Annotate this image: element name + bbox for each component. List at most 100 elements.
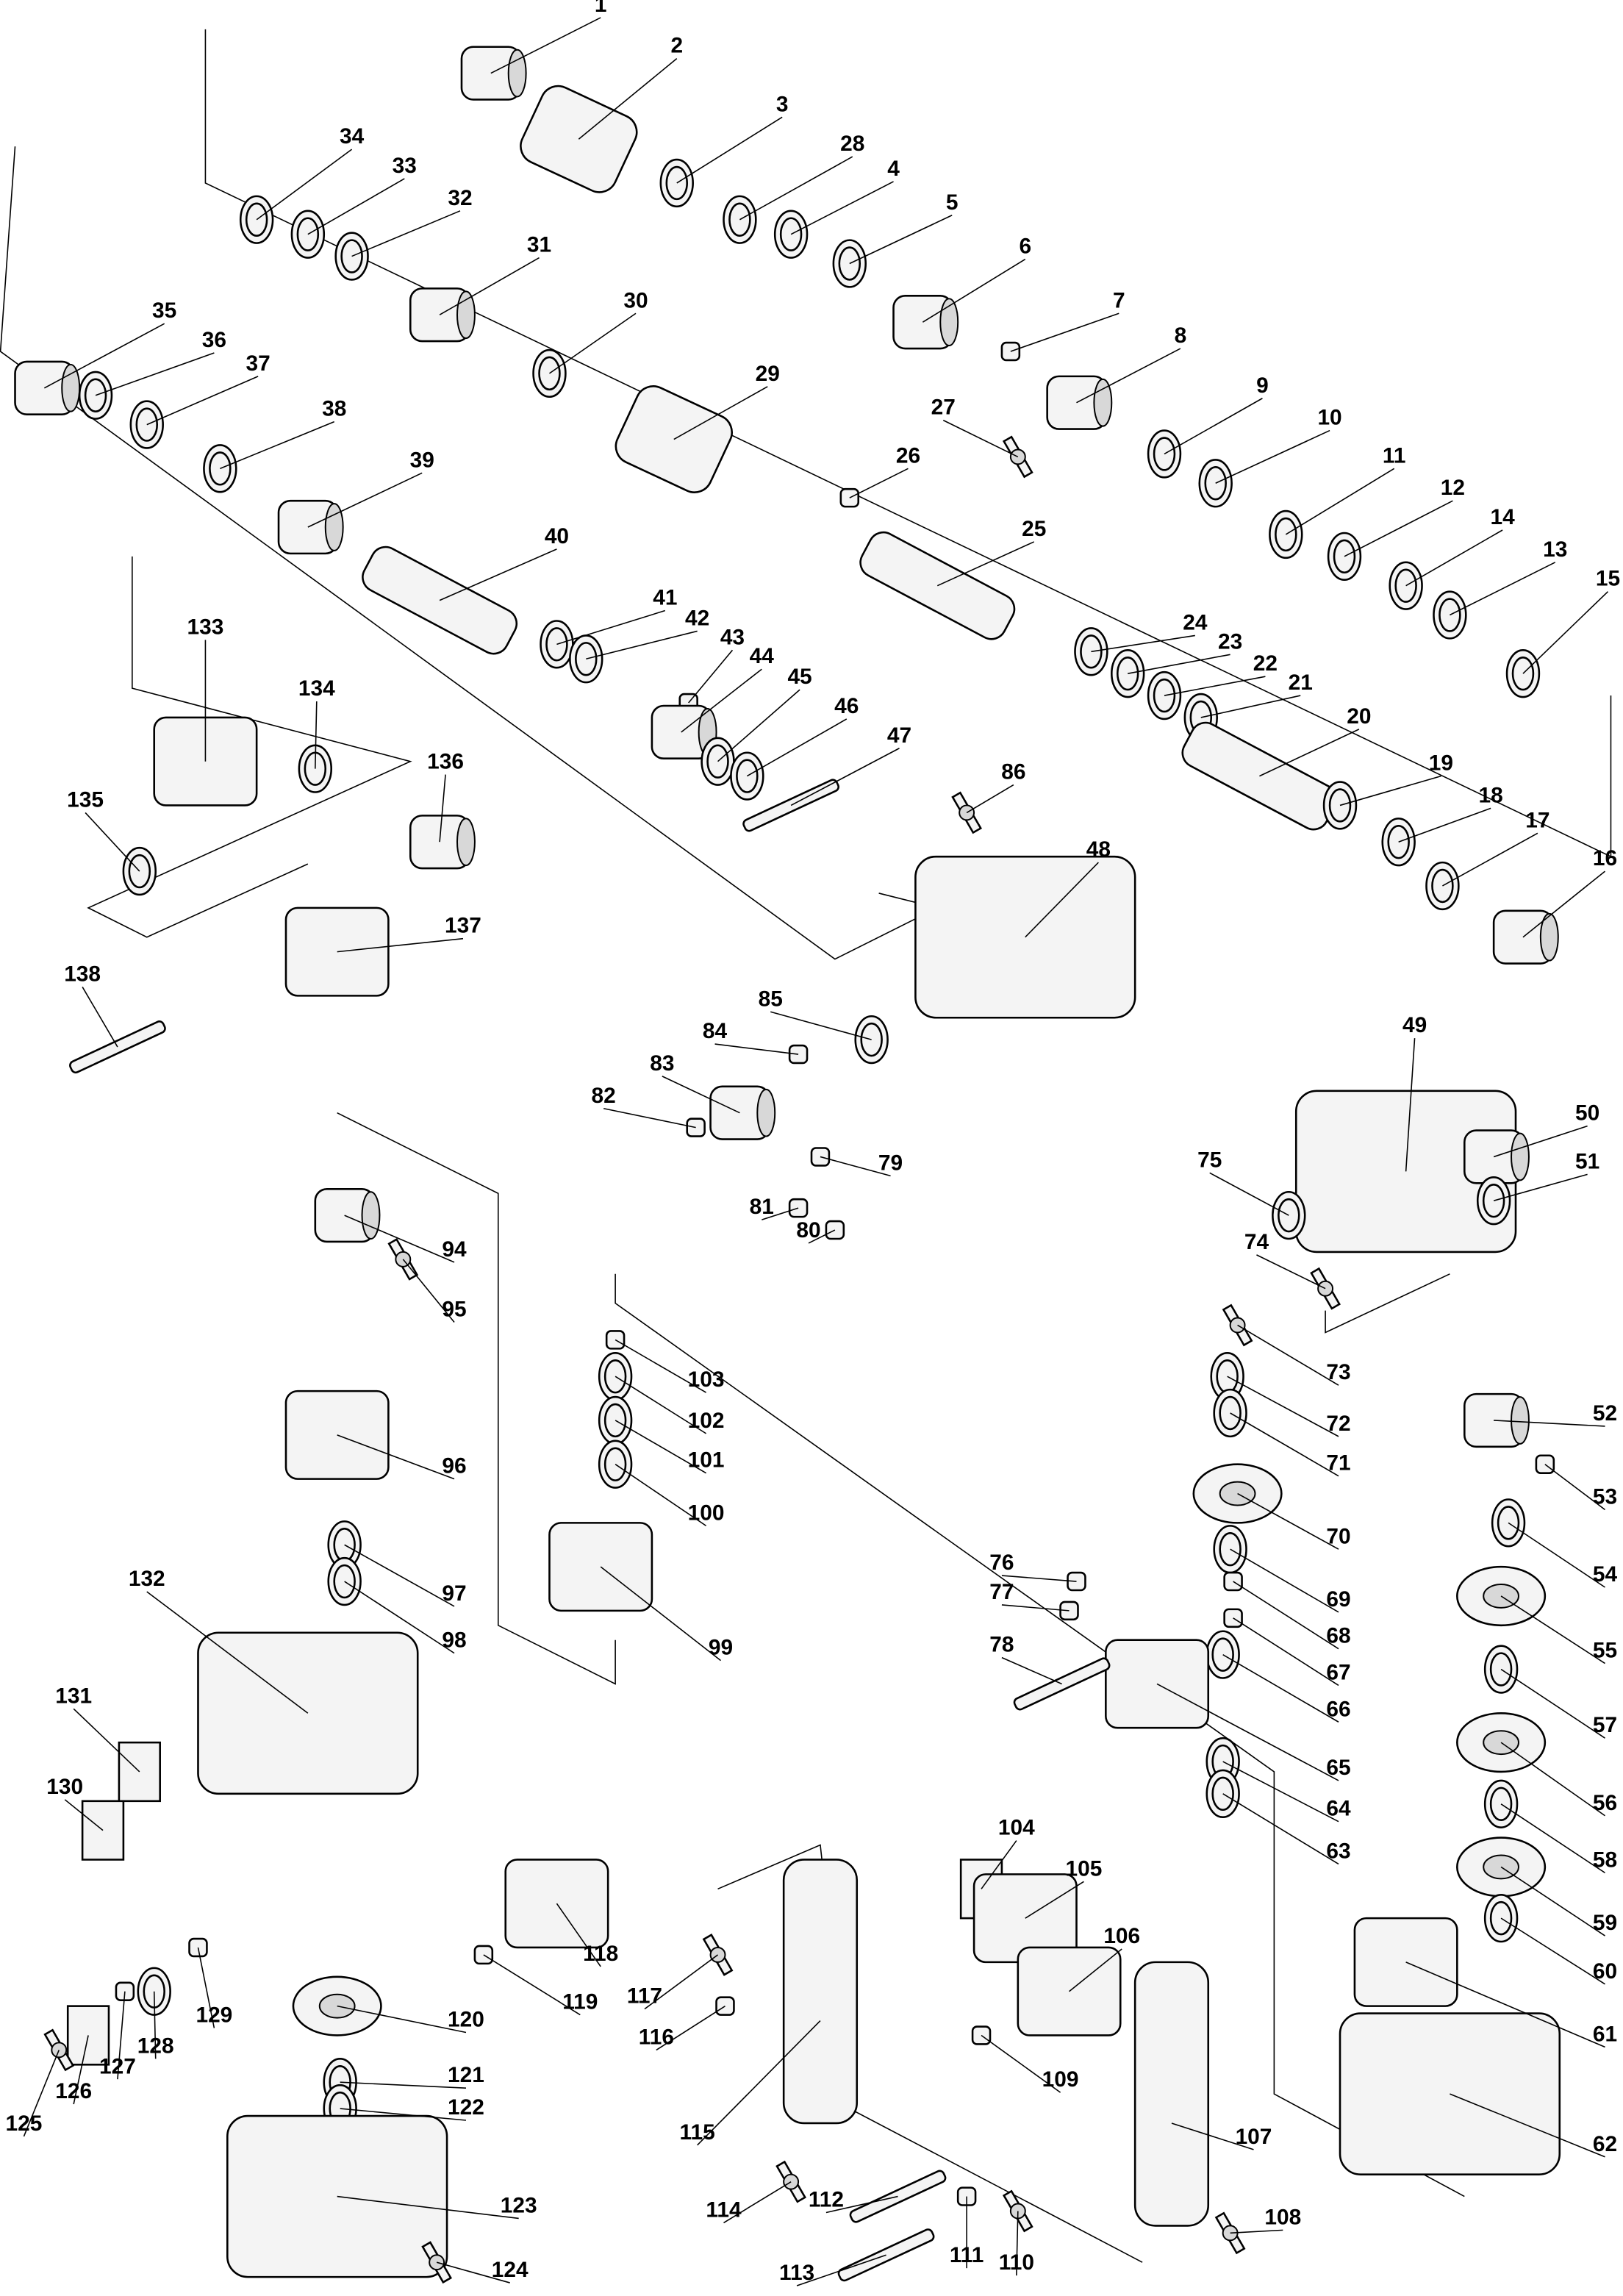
leader-line-82 xyxy=(603,1107,696,1129)
part-label-104: 104 xyxy=(998,1816,1035,1840)
leader-line-107 xyxy=(1171,2122,1254,2150)
leader-line-106 xyxy=(1069,1948,1122,1992)
part-17 xyxy=(1425,861,1460,911)
part-label-5: 5 xyxy=(946,190,959,215)
leader-line-96 xyxy=(337,1434,455,1480)
part-25 xyxy=(859,531,1016,640)
ring-hole xyxy=(1204,466,1227,501)
leader-line-54 xyxy=(1508,1522,1605,1588)
part-label-109: 109 xyxy=(1042,2067,1079,2092)
part-label-67: 67 xyxy=(1326,1660,1350,1684)
part-label-12: 12 xyxy=(1441,476,1465,500)
part-label-84: 84 xyxy=(703,1019,728,1043)
part-109-shape xyxy=(971,2025,992,2045)
leader-line-129 xyxy=(197,1947,215,2028)
part-label-83: 83 xyxy=(650,1051,674,1076)
part-label-118: 118 xyxy=(583,1942,618,1966)
part-14 xyxy=(1389,561,1423,610)
cyl-end xyxy=(61,363,81,412)
part-label-79: 79 xyxy=(878,1151,903,1175)
leader-line-15 xyxy=(1522,591,1609,674)
leader-line-77 xyxy=(1001,1604,1070,1612)
part-29 xyxy=(615,385,733,493)
part-label-37: 37 xyxy=(246,351,270,376)
part-label-58: 58 xyxy=(1593,1848,1617,1872)
part-50 xyxy=(1463,1129,1530,1184)
part-label-55: 55 xyxy=(1593,1639,1617,1663)
leader-line-104 xyxy=(981,1840,1017,1889)
leader-line-83 xyxy=(662,1076,740,1114)
ring-hole xyxy=(135,407,159,442)
leader-line-52 xyxy=(1494,1420,1605,1427)
leader-line-34 xyxy=(256,149,353,221)
part-10 xyxy=(1198,459,1233,508)
leader-line-81 xyxy=(762,1207,799,1220)
leader-line-67 xyxy=(1233,1617,1339,1687)
part-20 xyxy=(1181,721,1338,831)
part-114 xyxy=(775,2160,807,2203)
part-label-98: 98 xyxy=(442,1628,466,1653)
part-label-124: 124 xyxy=(492,2258,529,2282)
part-label-125: 125 xyxy=(6,2111,43,2136)
part-80-shape xyxy=(825,1220,845,1240)
part-label-138: 138 xyxy=(64,962,101,986)
leader-line-63 xyxy=(1222,1793,1339,1865)
leader-line-2 xyxy=(578,58,678,140)
part-8 xyxy=(1046,375,1113,430)
part-label-3: 3 xyxy=(776,92,789,116)
leader-line-122 xyxy=(340,2108,467,2121)
leader-line-69 xyxy=(1230,1548,1339,1613)
part-label-48: 48 xyxy=(1086,837,1111,862)
leader-line-128 xyxy=(153,1991,157,2059)
leader-line-64 xyxy=(1222,1761,1339,1823)
part-label-114: 114 xyxy=(706,2197,742,2222)
part-label-107: 107 xyxy=(1236,2125,1272,2149)
leader-line-76 xyxy=(1001,1575,1077,1582)
leader-line-53 xyxy=(1544,1464,1605,1511)
part-label-6: 6 xyxy=(1019,235,1031,259)
part-label-23: 23 xyxy=(1218,629,1242,654)
part-107-shape xyxy=(1133,1961,1210,2227)
part-label-19: 19 xyxy=(1429,751,1453,776)
leader-line-48 xyxy=(1025,862,1099,938)
part-label-59: 59 xyxy=(1593,1911,1617,1935)
leader-line-26 xyxy=(849,468,909,498)
part-label-127: 127 xyxy=(99,2054,136,2078)
leader-line-7 xyxy=(1010,312,1119,352)
leader-line-25 xyxy=(936,541,1035,587)
leader-line-5 xyxy=(849,215,953,265)
leader-line-8 xyxy=(1076,348,1181,404)
part-35 xyxy=(14,360,81,415)
part-label-56: 56 xyxy=(1593,1791,1617,1815)
leader-line-6 xyxy=(922,258,1026,323)
leader-line-4 xyxy=(790,181,894,235)
part-label-50: 50 xyxy=(1575,1101,1599,1126)
part-label-117: 117 xyxy=(627,1984,662,2009)
group-boundaries xyxy=(0,29,1612,2263)
leader-line-3 xyxy=(676,116,783,184)
leader-line-74 xyxy=(1256,1254,1326,1290)
part-label-54: 54 xyxy=(1593,1562,1618,1587)
part-label-81: 81 xyxy=(750,1195,774,1219)
leader-line-66 xyxy=(1222,1653,1339,1723)
part-label-43: 43 xyxy=(720,625,745,649)
leader-line-60 xyxy=(1500,1917,1605,1985)
part-label-111: 111 xyxy=(950,2243,984,2267)
cyl-end xyxy=(756,1088,776,1137)
leader-line-31 xyxy=(439,257,540,315)
leader-line-28 xyxy=(739,156,853,221)
part-label-74: 74 xyxy=(1244,1230,1269,1254)
part-label-31: 31 xyxy=(527,233,551,257)
leader-line-114 xyxy=(723,2181,792,2224)
leader-line-138 xyxy=(82,987,118,1048)
leader-line-127 xyxy=(117,1991,126,2080)
part-61-shape xyxy=(1353,1917,1458,2007)
leader-line-97 xyxy=(344,1544,455,1607)
part-label-116: 116 xyxy=(639,2025,674,2049)
part-label-131: 131 xyxy=(55,1684,92,1708)
cyl-end xyxy=(1511,1396,1530,1445)
part-label-94: 94 xyxy=(442,1237,467,1262)
part-label-133: 133 xyxy=(187,615,224,639)
part-83 xyxy=(709,1085,776,1140)
leader-line-57 xyxy=(1500,1668,1605,1739)
